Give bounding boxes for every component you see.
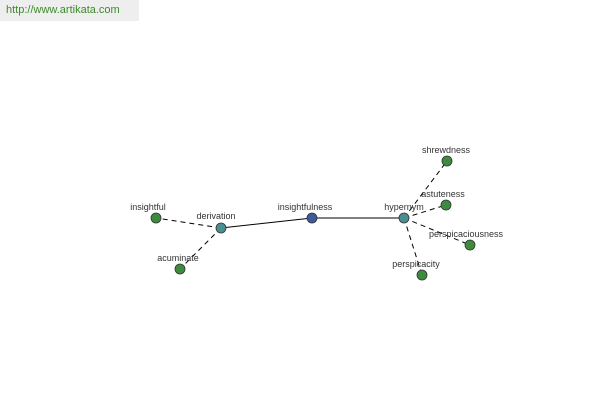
edge-derivation-insightful <box>155 217 222 229</box>
edge-insightfulness-derivation <box>220 217 313 229</box>
watermark-text[interactable]: http://www.artikata.com <box>6 4 120 16</box>
node-label-derivation: derivation <box>196 211 235 221</box>
node-insightfulness[interactable]: insightfulness <box>278 202 333 224</box>
node-label-insightfulness: insightfulness <box>278 202 333 212</box>
node-dot-insightfulness[interactable] <box>306 212 318 224</box>
node-label-astuteness: astuteness <box>421 189 465 199</box>
node-dot-derivation[interactable] <box>215 222 227 234</box>
node-label-shrewdness: shrewdness <box>422 145 471 155</box>
node-insightful[interactable]: insightful <box>130 202 166 224</box>
node-label-acuminate: acuminate <box>157 253 199 263</box>
edge-derivation-acuminate <box>179 227 222 270</box>
node-dot-hypernym[interactable] <box>398 212 410 224</box>
node-label-hypernym: hypernym <box>384 202 424 212</box>
node-dot-astuteness[interactable] <box>440 199 452 211</box>
node-perspicaciousness[interactable]: perspicaciousness <box>429 229 504 251</box>
edge-hypernym-astuteness <box>403 204 447 219</box>
node-dot-insightful[interactable] <box>150 212 162 224</box>
node-label-insightful: insightful <box>130 202 166 212</box>
watermark-banner: http://www.artikata.com <box>0 0 139 21</box>
node-hypernym[interactable]: hypernym <box>384 202 424 224</box>
node-label-perspicaciousness: perspicaciousness <box>429 229 504 239</box>
node-dot-acuminate[interactable] <box>174 263 186 275</box>
node-derivation[interactable]: derivation <box>196 211 236 234</box>
node-dot-shrewdness[interactable] <box>441 155 453 167</box>
node-shrewdness[interactable]: shrewdness <box>422 145 471 167</box>
edge-hypernym-perspicaciousness <box>403 217 471 246</box>
node-dot-perspicaciousness[interactable] <box>464 239 476 251</box>
graph-nodes: insightfulness derivation hypernym insightf… <box>130 145 504 281</box>
node-label-perspicacity: perspicacity <box>392 259 440 269</box>
node-perspicacity[interactable]: perspicacity <box>392 259 440 281</box>
edge-hypernym-shrewdness <box>403 160 448 219</box>
edge-hypernym-perspicacity <box>403 217 423 276</box>
node-astuteness[interactable]: astuteness <box>421 189 465 211</box>
node-dot-perspicacity[interactable] <box>416 269 428 281</box>
graph-edges <box>155 160 471 276</box>
node-acuminate[interactable]: acuminate <box>157 253 199 275</box>
